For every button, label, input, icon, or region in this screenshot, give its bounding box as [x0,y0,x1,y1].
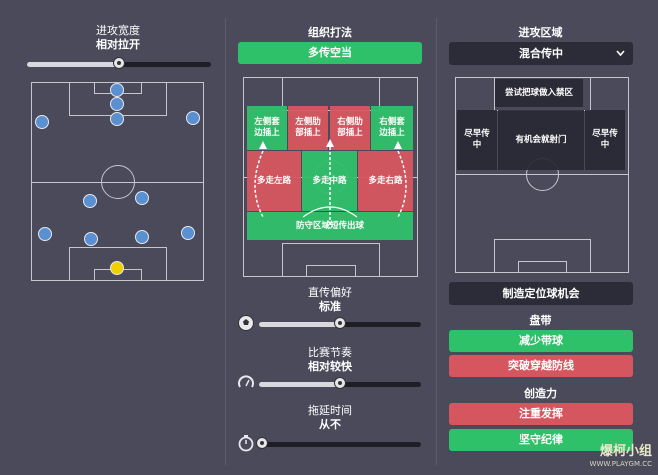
tempo-value: 相对较快 [308,360,352,373]
crossing-dropdown-value: 混合传中 [519,47,563,60]
watermark-url: WWW.PLAYGM.CC [589,460,652,468]
player-marker[interactable] [84,232,98,246]
attacking-width-value: 相对拉开 [96,38,140,51]
run-at-defence-label: 突破穿越防线 [508,359,574,372]
formation-pitch [31,82,204,281]
zone-defensive-short-pass[interactable]: 防守区域短传出球 [247,212,413,240]
speedometer-icon [238,375,254,388]
player-marker[interactable] [110,83,124,97]
player-marker[interactable] [110,97,124,111]
attacking-area-title: 进攻区域 [518,26,563,39]
column-divider-left [225,18,226,465]
slider-fill [259,382,340,387]
zone-left-halfspace-run[interactable]: 左侧肋 部插上 [288,106,328,150]
build-up-style-button[interactable]: 多传空当 [238,42,422,64]
build-up-title: 组织打法 [308,26,352,39]
zone-right-halfspace-run[interactable]: 右侧肋 部插上 [330,106,370,150]
zone-label: 右侧肋 部插上 [337,117,363,138]
zone-label: 多走左路 [256,175,291,186]
player-marker[interactable] [38,227,52,241]
player-marker[interactable] [35,115,49,129]
be-more-disciplined-button[interactable]: 坚守纪律 [449,429,633,451]
dribble-less-button[interactable]: 减少带球 [449,330,633,352]
watermark: 爆柯小组 WWW.PLAYGM.CC [590,445,652,471]
slider-track [259,442,421,447]
player-marker[interactable] [83,194,97,208]
build-up-style-label: 多传空当 [308,46,352,59]
zone-label: 左侧肋 部插上 [295,117,321,138]
passing-directness-slider[interactable] [259,317,421,331]
zone-label: 尝试把球做入禁区 [504,87,573,98]
centre-circle [101,165,135,199]
watermark-text: 爆柯小组 [599,444,652,459]
movement-arrows [254,139,407,227]
attacking-width-slider[interactable] [27,57,211,71]
column-divider-right [436,18,437,465]
player-marker[interactable] [135,230,149,244]
slider-knob[interactable] [113,57,125,69]
run-at-defence-button[interactable]: 突破穿越防线 [449,355,633,377]
slider-fill [259,322,340,327]
zone-early-cross-right[interactable]: 尽早传 中 [585,110,625,170]
player-marker[interactable] [135,191,149,205]
slider-knob[interactable] [334,317,346,329]
zone-label: 多走右路 [368,175,403,186]
final-third-pitch [455,77,629,273]
zone-early-cross-left[interactable]: 尽早传 中 [457,110,497,170]
be-more-disciplined-label: 坚守纪律 [519,433,563,446]
zone-shoot-on-sight[interactable]: 有机会就射门 [498,110,584,170]
time-wasting-slider[interactable] [256,437,421,451]
goalkeeper-marker[interactable] [110,261,124,275]
player-marker[interactable] [181,226,195,240]
slider-knob[interactable] [256,437,269,449]
crossing-dropdown[interactable]: 混合传中 [449,42,633,65]
creativity-title: 创造力 [524,387,557,400]
player-marker[interactable] [186,111,200,125]
ball-icon [238,315,254,331]
bottom-goal-box [518,261,567,273]
slider-fill [27,62,119,67]
zone-label: 有机会就射门 [515,134,567,145]
zone-work-into-box[interactable]: 尝试把球做入禁区 [495,79,583,107]
zone-label: 尽早传 中 [592,129,618,150]
time-wasting-value: 从不 [319,418,341,431]
time-wasting-title: 拖延时间 [308,404,352,417]
be-more-expressive-button[interactable]: 注重发挥 [449,403,633,425]
dribbling-title: 盘带 [529,314,552,327]
be-more-expressive-label: 注重发挥 [519,407,563,420]
bottom-goal-box [306,265,356,277]
player-marker[interactable] [110,112,124,126]
zone-label: 多走中路 [312,175,347,186]
passing-directness-value: 标准 [319,300,341,313]
zone-center-lane[interactable]: 多走中路 [302,151,357,211]
set-piece-button[interactable]: 制造定位球机会 [449,282,633,305]
slider-knob[interactable] [334,377,346,389]
zone-label: 右侧套 边插上 [379,117,405,138]
attacking-width-title: 进攻宽度 [96,24,140,37]
zone-label: 尽早传 中 [464,129,490,150]
zone-right-flank-overlap[interactable]: 右侧套 边插上 [371,106,413,150]
zone-label: 左侧套 边插上 [254,117,280,138]
dribble-less-label: 减少带球 [519,334,563,347]
tempo-title: 比赛节奏 [308,346,352,359]
set-piece-label: 制造定位球机会 [502,287,580,300]
zone-left-flank-overlap[interactable]: 左侧套 边插上 [247,106,287,150]
tempo-slider[interactable] [259,377,421,391]
zone-left-lane[interactable]: 多走左路 [247,151,301,211]
zone-label: 防守区域短传出球 [295,220,364,231]
passing-directness-title: 直传偏好 [308,286,352,299]
chevron-down-icon [616,50,625,57]
stopwatch-icon [238,435,254,452]
